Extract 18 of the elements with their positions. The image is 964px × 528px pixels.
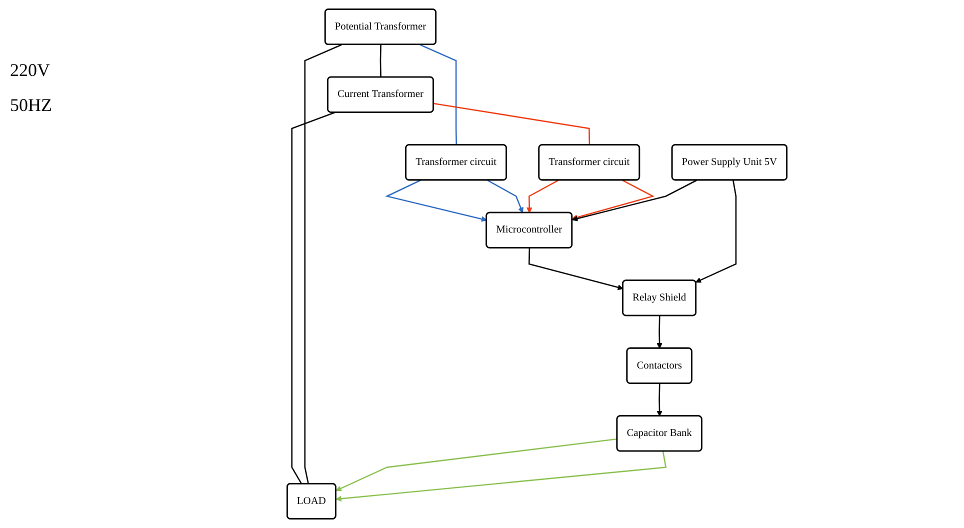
arrow bbox=[336, 438, 618, 492]
arrow bbox=[487, 180, 524, 214]
arrow bbox=[572, 180, 655, 220]
arrow bbox=[526, 180, 559, 214]
connector bbox=[433, 102, 590, 146]
voltage-label: 220V bbox=[10, 60, 51, 81]
arrow bbox=[385, 180, 487, 222]
connector bbox=[304, 44, 342, 484]
arrow bbox=[528, 248, 624, 290]
arrow bbox=[572, 180, 698, 222]
arrow bbox=[695, 180, 737, 283]
connector bbox=[291, 112, 336, 484]
connector bbox=[420, 44, 458, 146]
arrow bbox=[336, 451, 667, 502]
voltage-label: 50HZ bbox=[10, 95, 53, 116]
arrow bbox=[656, 384, 662, 416]
connector bbox=[380, 44, 382, 78]
arrow bbox=[656, 316, 662, 349]
